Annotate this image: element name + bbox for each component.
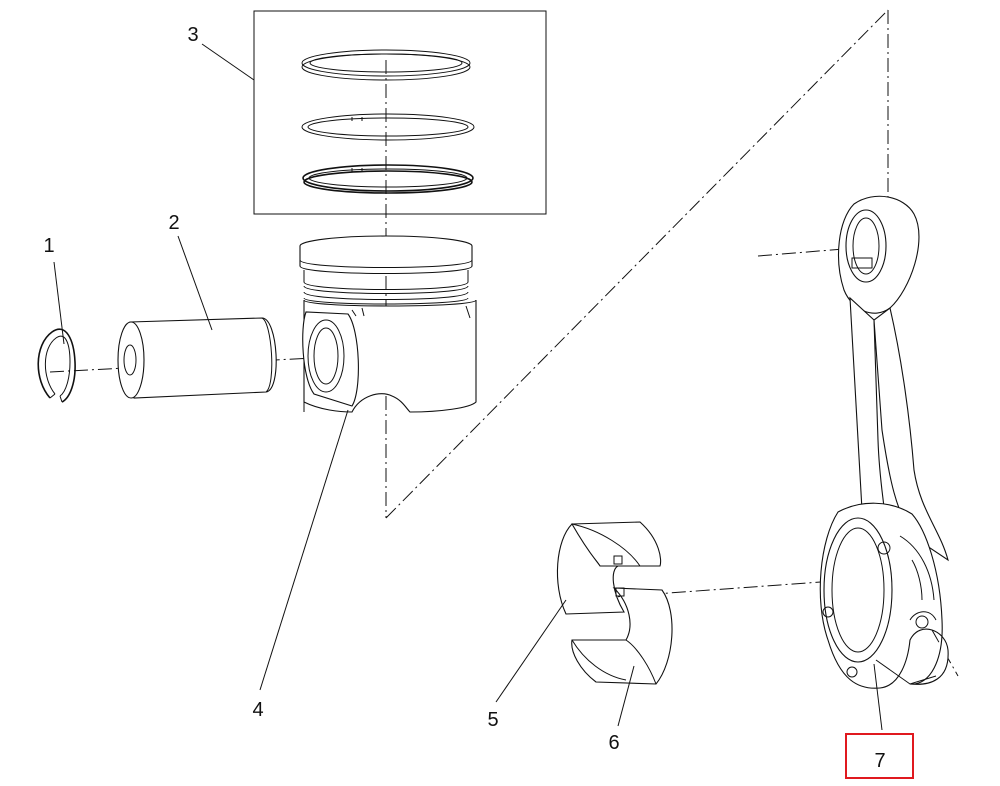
part-label-7[interactable]: 7: [874, 750, 885, 772]
lower-bearing-shell[interactable]: [571, 587, 673, 685]
part-labels: 1 2 3 4 5 6 7: [43, 24, 885, 772]
leader-6: [617, 665, 635, 727]
highlight-box-part-7: [845, 733, 914, 779]
leader-4: [259, 409, 349, 691]
leader-7: [873, 663, 883, 731]
piston-pin[interactable]: [117, 317, 277, 399]
retaining-ring[interactable]: [37, 328, 76, 403]
leader-5: [495, 599, 567, 703]
part-label-1[interactable]: 1: [43, 235, 54, 257]
part-label-2[interactable]: 2: [168, 212, 179, 234]
part-label-5[interactable]: 5: [487, 709, 498, 731]
part-label-3[interactable]: 3: [187, 24, 198, 46]
part-label-4[interactable]: 4: [252, 699, 263, 721]
piston-ring-set[interactable]: [253, 10, 547, 215]
leader-lines: [53, 43, 883, 731]
connecting-rod[interactable]: [819, 195, 949, 689]
leader-1: [53, 261, 65, 345]
leader-3: [201, 43, 255, 81]
piston-ring-box: [253, 10, 547, 215]
part-label-6[interactable]: 6: [608, 732, 619, 754]
upper-bearing-shell[interactable]: [556, 521, 662, 615]
leader-2: [177, 235, 213, 331]
piston[interactable]: [299, 235, 477, 413]
